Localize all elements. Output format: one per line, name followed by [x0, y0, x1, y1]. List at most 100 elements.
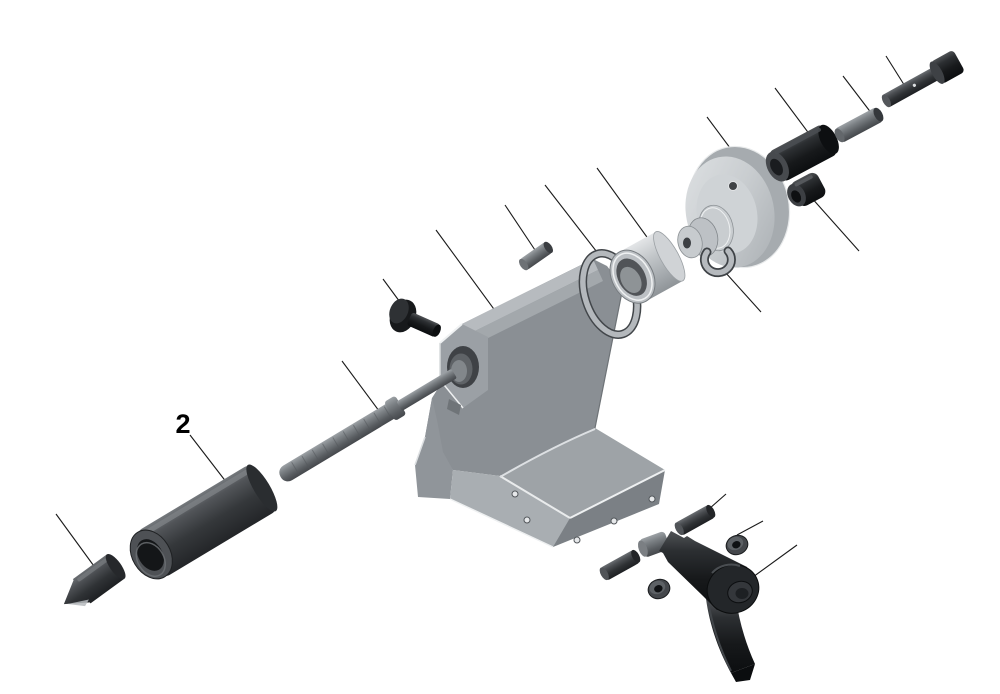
- bushing-back: [653, 231, 686, 282]
- stud-lower: [599, 549, 641, 581]
- spindle-threaded-section: [279, 402, 399, 482]
- base-hole: [610, 517, 618, 525]
- clamp-tab: [447, 399, 461, 415]
- stud-body: [601, 550, 640, 580]
- taper-pin-back: [543, 241, 553, 254]
- base-edge-highlight-front: [569, 469, 666, 519]
- bushing: [609, 231, 686, 304]
- bolt-shaft: [882, 66, 941, 107]
- body-top-face: [462, 259, 598, 335]
- body-right-edge: [594, 291, 623, 429]
- center-back: [105, 553, 126, 580]
- base-mount-holes: [511, 490, 656, 544]
- part-number-label: 2: [175, 409, 190, 439]
- stud-back: [706, 504, 716, 518]
- quill-back: [246, 464, 278, 512]
- center-cone: [63, 577, 93, 605]
- quill: [129, 464, 278, 580]
- taper-pin-front: [519, 258, 529, 271]
- body-top-chamfer: [467, 270, 603, 346]
- bushing-front-rim: [612, 252, 653, 301]
- taper-pin: [519, 241, 553, 271]
- center-highlight: [77, 558, 108, 582]
- leader-line-dead-center: [55, 513, 100, 574]
- base-hole: [648, 495, 656, 503]
- shank-end: [432, 324, 441, 337]
- cylinder-pin: [834, 107, 884, 143]
- base-edge-highlight-slant: [449, 498, 554, 548]
- washer-hole: [654, 585, 663, 593]
- center-tip-glint: [67, 599, 89, 607]
- base-hole: [573, 536, 581, 544]
- retaining-clip: [699, 246, 736, 278]
- leader-line-ring-washer: [544, 184, 601, 257]
- spindle-collar: [385, 396, 406, 420]
- stud-front: [674, 522, 684, 536]
- pin-front: [834, 128, 845, 143]
- base-top-face: [500, 428, 665, 518]
- handle-mount-hole: [728, 181, 738, 191]
- quill-front-rim: [135, 541, 167, 578]
- base-front-face: [548, 470, 665, 547]
- handle-grip: [765, 124, 839, 182]
- taper-pin-body: [520, 242, 552, 270]
- foot-highlight: [414, 436, 426, 466]
- stud-front: [599, 567, 609, 581]
- thumb-screw-shank: [407, 313, 441, 337]
- hex-bolt: [881, 51, 964, 108]
- leader-line-bushing: [596, 167, 653, 245]
- leader-line-retaining-clip: [724, 271, 762, 313]
- grip-front-hole: [770, 158, 783, 176]
- bolt-head-face: [929, 61, 945, 84]
- stud-upper: [674, 504, 716, 536]
- cap-nut: [787, 172, 826, 207]
- body-foot: [415, 398, 453, 499]
- shank-body: [407, 313, 440, 337]
- pin-body: [835, 108, 883, 142]
- thumb-screw: [389, 298, 441, 337]
- lever-head-highlight: [711, 563, 741, 574]
- lever-handle: [706, 599, 755, 673]
- bolt-tip: [881, 94, 891, 108]
- stud-back: [631, 549, 641, 563]
- lever-handle-highlight: [707, 599, 732, 672]
- bushing-bore-inner: [620, 266, 642, 293]
- clamp-lever: [637, 531, 760, 682]
- washer-lower: [647, 578, 671, 600]
- handwheel: [677, 145, 791, 269]
- bolt-thread-glint: [912, 83, 916, 87]
- lever-handle-tip: [731, 664, 755, 682]
- cap-nut-highlight: [794, 175, 813, 187]
- base-slant-face: [450, 470, 570, 547]
- leader-line-cap-nut: [809, 195, 860, 252]
- base-edge-highlight-left: [499, 475, 571, 519]
- pin-back: [873, 107, 884, 122]
- body-main-face: [425, 259, 622, 476]
- leader-line-washer-upper: [736, 520, 764, 536]
- hub-hole: [683, 237, 691, 249]
- washer-upper: [725, 534, 749, 556]
- thumb-screw-head-top: [389, 298, 409, 324]
- web-fillet-highlight: [499, 428, 596, 478]
- spindle: [279, 369, 457, 482]
- leader-line-taper-pin: [504, 204, 538, 254]
- washer-hole: [732, 541, 741, 549]
- spindle-threads: [291, 406, 393, 476]
- leader-line-cylinder-pin: [842, 75, 873, 115]
- spindle-rod: [397, 369, 457, 411]
- grip-highlight: [774, 127, 821, 155]
- tailstock-body: [414, 259, 666, 548]
- quill-body: [138, 466, 276, 576]
- front-face-highlight-top: [439, 323, 463, 344]
- base-hole: [523, 516, 531, 524]
- base-hole: [511, 490, 519, 498]
- lever-pivot-nut-center: [735, 588, 749, 599]
- quill-highlight: [144, 469, 249, 535]
- grip-back: [818, 124, 839, 155]
- cap-nut-hole: [791, 190, 802, 203]
- lever-tip-face: [637, 540, 648, 557]
- clip-body: [701, 248, 735, 276]
- stud-body: [676, 505, 715, 535]
